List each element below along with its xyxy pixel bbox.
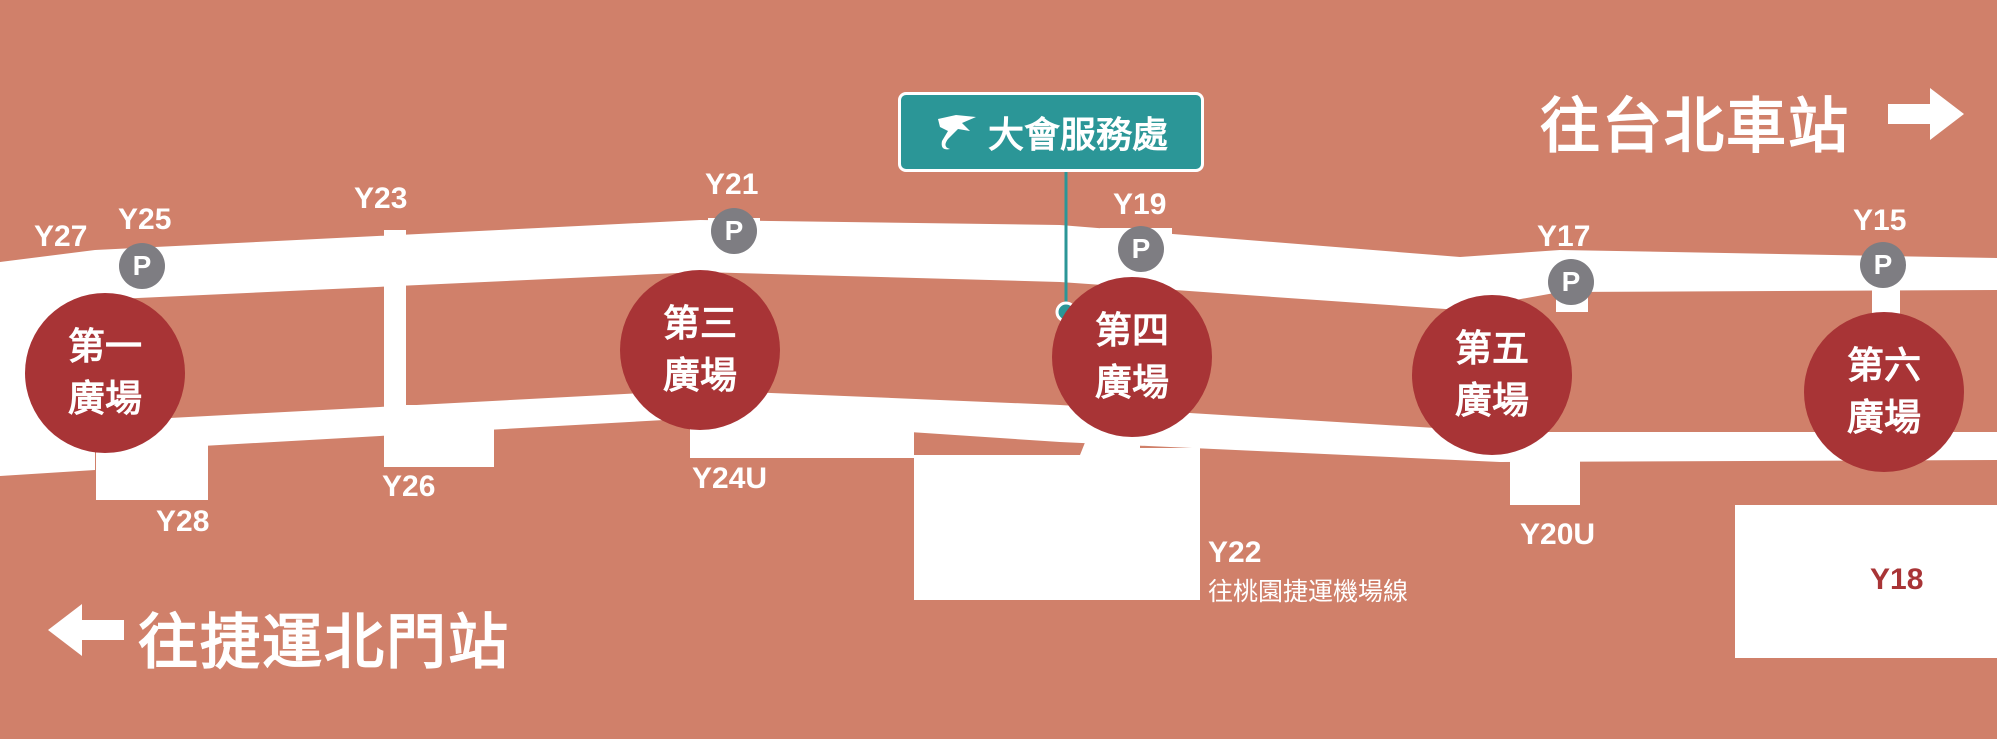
arrow-right-icon xyxy=(1888,88,1964,140)
exit-y23-label: Y23 xyxy=(354,182,408,215)
plaza-3-label: 第三廣場 xyxy=(663,302,737,397)
plaza-4[interactable]: 第四廣場 xyxy=(1052,277,1212,437)
parking-icon[interactable]: P xyxy=(711,208,757,254)
exit-y28-label: Y28 xyxy=(156,505,210,538)
plaza-5[interactable]: 第五廣場 xyxy=(1412,295,1572,455)
exit-y15-label: Y15 xyxy=(1853,204,1907,237)
exit-y20u-label: Y20U xyxy=(1520,518,1596,551)
service-center-box[interactable]: 大會服務處 xyxy=(898,92,1204,172)
direction-taipei-main-station: 往台北車站 xyxy=(1540,92,1850,162)
exit-y22-label: Y22 xyxy=(1208,536,1262,569)
exit-y25-label: Y25 xyxy=(118,203,172,236)
dragon-logo-icon xyxy=(937,115,976,150)
exit-y22-note: 往桃園捷運機場線 xyxy=(1208,577,1409,606)
exit-y18-label: Y18 xyxy=(1870,563,1924,596)
exit-y24u-label: Y24U xyxy=(692,462,768,495)
plaza-6-label: 第六廣場 xyxy=(1847,344,1921,439)
parking-icon[interactable]: P xyxy=(1860,242,1906,288)
exit-y27-label: Y27 xyxy=(34,220,88,253)
plaza-3[interactable]: 第三廣場 xyxy=(620,270,780,430)
parking-icon[interactable]: P xyxy=(1548,259,1594,305)
plaza-1-label: 第一廣場 xyxy=(68,325,142,420)
parking-icon[interactable]: P xyxy=(119,243,165,289)
service-center-label: 大會服務處 xyxy=(987,115,1168,156)
exit-y17-label: Y17 xyxy=(1537,220,1591,253)
plaza-1[interactable]: 第一廣場 xyxy=(25,293,185,453)
direction-beimen-station: 往捷運北門站 xyxy=(138,608,510,678)
parking-icon[interactable]: P xyxy=(1118,226,1164,272)
exit-y21-label: Y21 xyxy=(705,168,759,201)
exit-y26-label: Y26 xyxy=(382,470,436,503)
exit-y19-label: Y19 xyxy=(1113,188,1167,221)
arrow-left-icon xyxy=(48,604,124,656)
plaza-6[interactable]: 第六廣場 xyxy=(1804,312,1964,472)
plaza-5-label: 第五廣場 xyxy=(1455,327,1529,422)
plaza-4-label: 第四廣場 xyxy=(1095,309,1169,404)
